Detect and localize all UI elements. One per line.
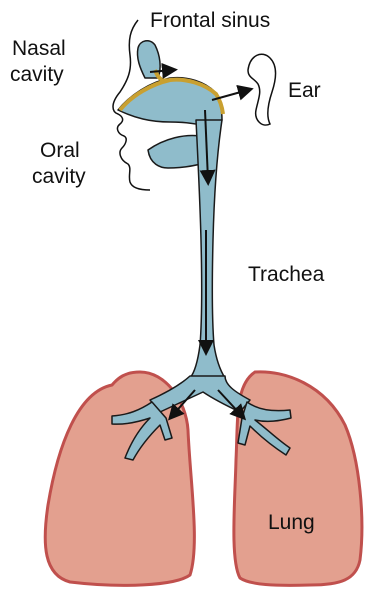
oral-cavity-label-line1: Oral — [40, 138, 80, 164]
nasal-cavity-label-line2: cavity — [10, 62, 64, 88]
right-lung — [234, 372, 362, 586]
trachea-label: Trachea — [248, 262, 324, 288]
oral-cavity-label-line2: cavity — [32, 164, 86, 190]
nasal-cavity-label-line1: Nasal — [12, 36, 66, 62]
ear-outline — [248, 54, 276, 125]
lung-label: Lung — [268, 510, 315, 536]
frontal-sinus-label: Frontal sinus — [150, 8, 270, 34]
ear-label: Ear — [288, 78, 321, 104]
